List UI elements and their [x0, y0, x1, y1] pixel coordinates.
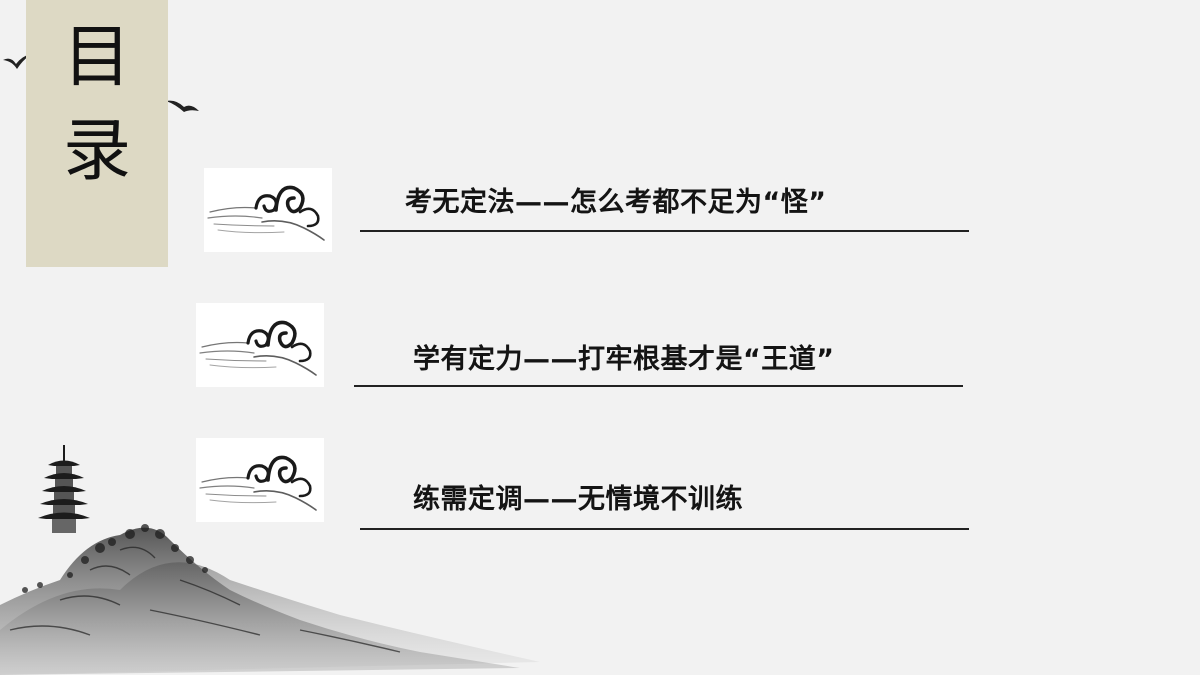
title-char-lu: 录: [62, 112, 131, 191]
ink-cloud-icon: [196, 303, 324, 387]
toc-item-2-underline: [354, 385, 963, 387]
toc-item-1-underline: [360, 230, 969, 232]
ink-bird-icon: [3, 54, 31, 69]
ink-bird-icon: [166, 100, 199, 112]
ink-cloud-icon: [196, 438, 324, 522]
title-char-mu: 目: [62, 18, 131, 97]
toc-item-3-underline: [360, 528, 969, 530]
ink-pagoda-mountain-icon: [0, 445, 540, 675]
toc-item-1-text: 考无定法——怎么考都不足为“怪”: [405, 187, 827, 218]
toc-item-3-text: 练需定调——无情境不训练: [413, 484, 743, 515]
toc-item-2-text: 学有定力——打牢根基才是“王道”: [413, 344, 835, 375]
ink-cloud-icon: [204, 168, 332, 252]
toc-title-box: 目 录: [26, 0, 168, 267]
